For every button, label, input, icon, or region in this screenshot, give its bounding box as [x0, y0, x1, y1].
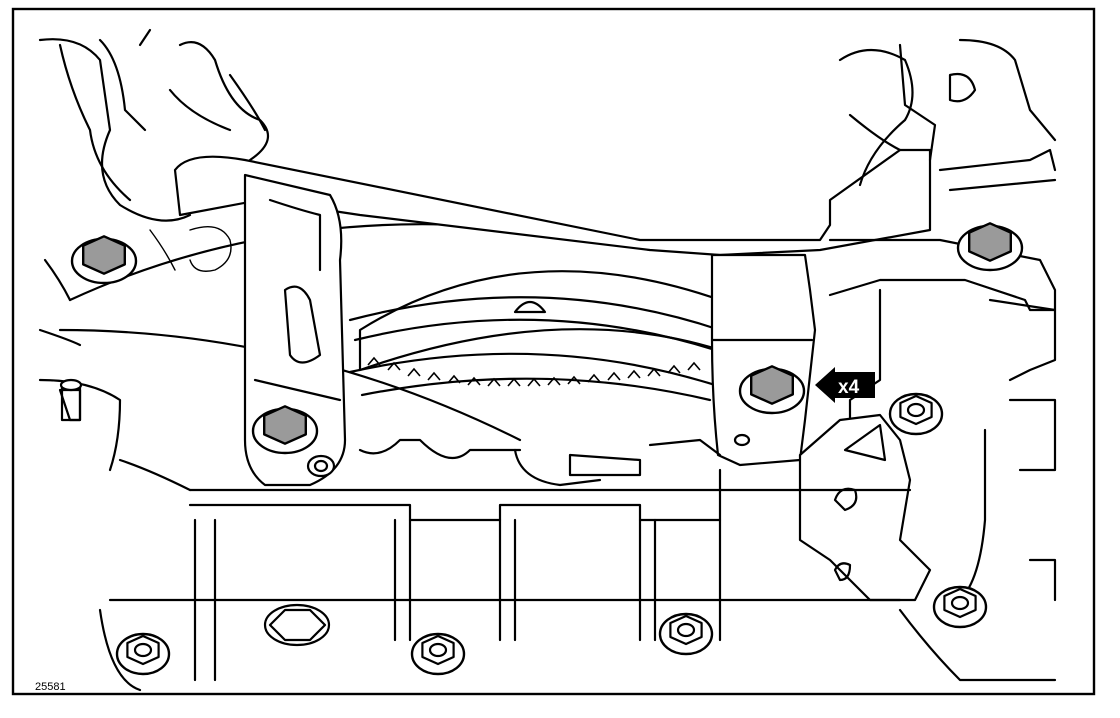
- bolt-top-right-icon: [956, 222, 1024, 272]
- stud-left-icon: [59, 378, 83, 422]
- bolt-left-lower-icon: [251, 405, 319, 455]
- flywheel-teeth: [367, 356, 701, 387]
- nut-bottom-right-icon: [888, 392, 944, 436]
- nut-bottom-1-icon: [115, 632, 171, 676]
- nut-bottom-2-icon: [410, 632, 466, 676]
- callout-label: x4: [838, 377, 860, 398]
- quantity-callout: x4: [815, 367, 875, 403]
- diagram-frame: [11, 7, 1096, 696]
- bolt-center-right-icon: [738, 365, 806, 415]
- callout-arrow-icon: [815, 367, 875, 403]
- bolt-top-left-icon: [70, 235, 138, 285]
- reference-code: 25581: [35, 681, 66, 693]
- nut-bottom-4-icon: [932, 585, 988, 629]
- washer-left-icon: [306, 454, 336, 478]
- line-drawing: [38, 28, 1057, 692]
- nut-bottom-3-icon: [658, 612, 714, 656]
